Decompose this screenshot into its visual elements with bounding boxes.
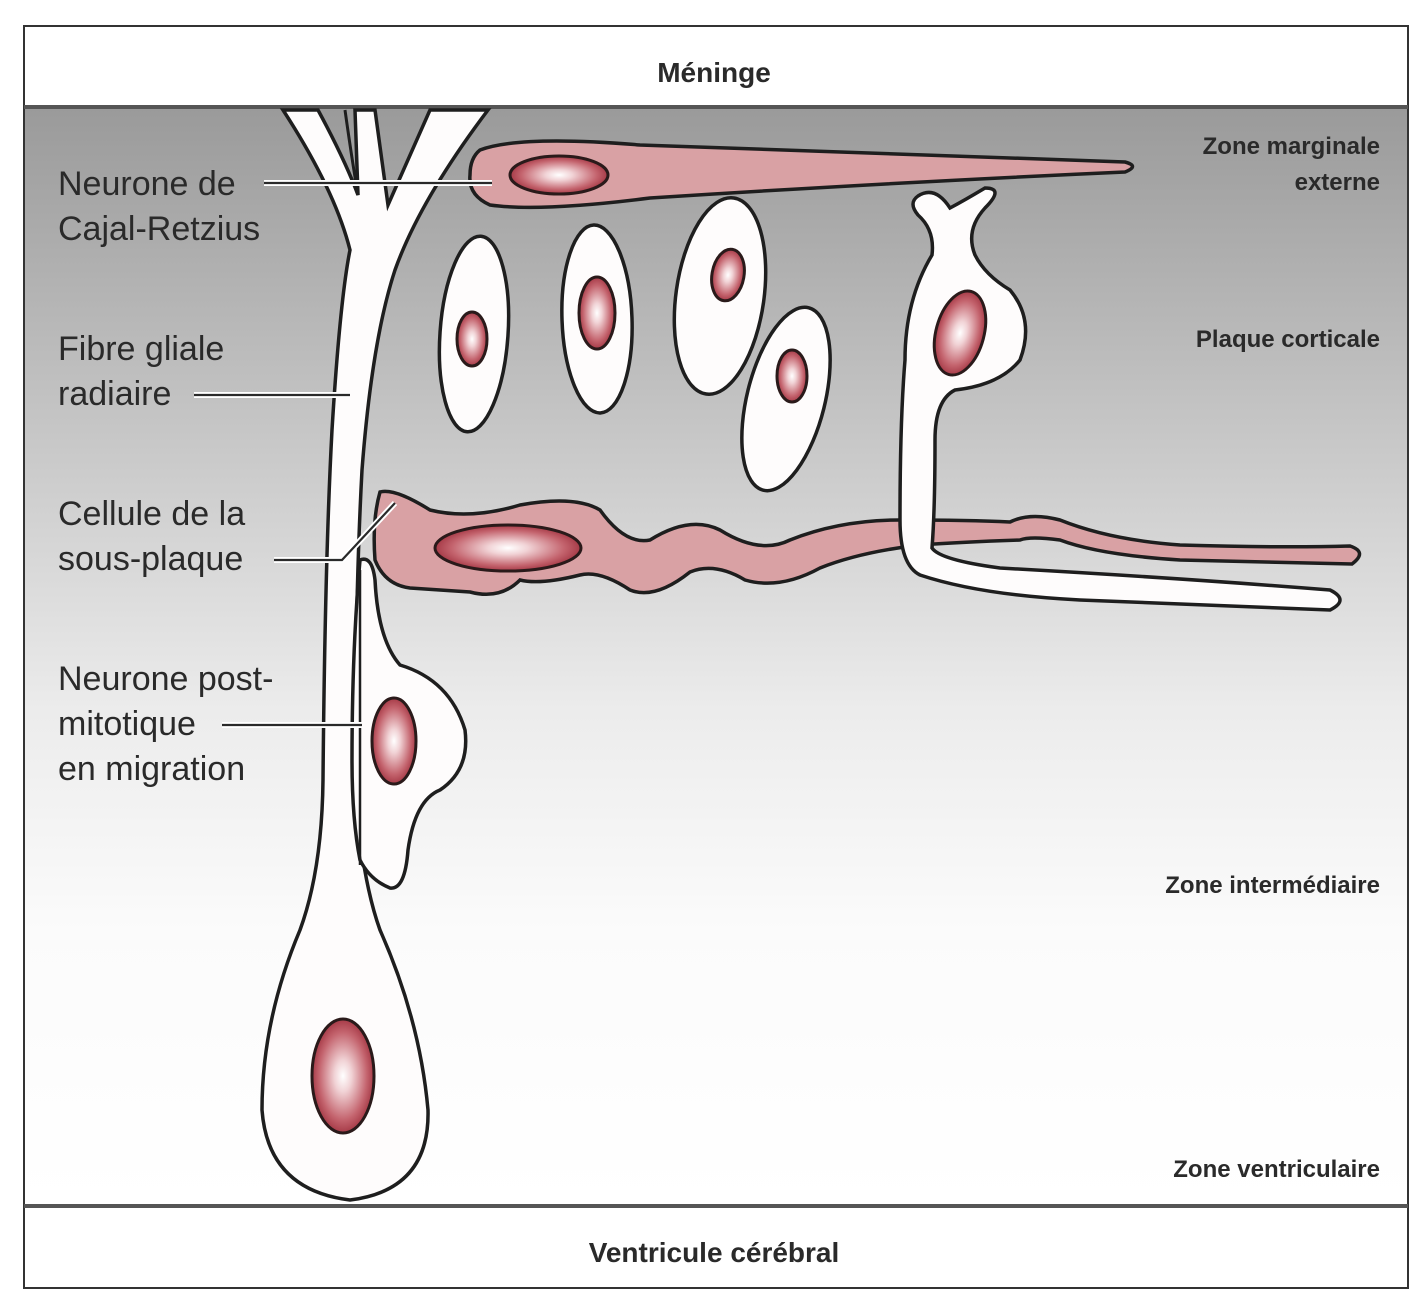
zone-ventricular-label: Zone ventriculaire — [1173, 1156, 1380, 1183]
radial-glial-cell — [260, 108, 492, 1202]
glial-fork-notch — [343, 109, 360, 196]
zone-marginal-label-line2: externe — [1295, 169, 1380, 196]
nucleus-cortical-3 — [710, 247, 746, 303]
callout-subplate-line1: Cellule de la — [58, 495, 245, 533]
nucleus-subplate — [433, 523, 583, 573]
cajal-retzius-neuron — [468, 139, 1135, 210]
nucleus-cajal-retzius — [508, 154, 610, 196]
nucleus-cortical-2 — [577, 275, 617, 351]
nucleus-cortical-1 — [455, 310, 489, 368]
cortical-pyramidal-neuron — [898, 186, 1342, 612]
callout-radial-glia-line2: radiaire — [58, 375, 171, 413]
subplate-cell — [372, 489, 1362, 596]
meninge-label: Méninge — [657, 57, 771, 88]
callout-cajal-retzius-line1: Neurone de — [58, 165, 236, 203]
zone-intermediate-label: Zone intermédiaire — [1165, 872, 1380, 899]
nucleus-migrating-neuron — [370, 696, 418, 786]
callout-subplate-line2: sous-plaque — [58, 540, 243, 578]
nucleus-pyramidal — [932, 289, 988, 377]
zone-cortical-plate-label: Plaque corticale — [1196, 326, 1380, 353]
callout-migrating-neuron-line3: en migration — [58, 750, 245, 788]
nucleus-radial-glia — [310, 1017, 376, 1135]
callout-migrating-neuron-line1: Neurone post- — [58, 660, 273, 698]
callout-migrating-neuron-line2: mitotique — [58, 705, 196, 743]
callout-radial-glia-line1: Fibre gliale — [58, 330, 224, 368]
leader-subplate — [274, 502, 396, 562]
ventricle-label: Ventricule cérébral — [589, 1237, 840, 1268]
nucleus-cortical-4 — [775, 348, 809, 404]
zone-marginal-label-line1: Zone marginale — [1203, 133, 1380, 160]
callout-cajal-retzius-line2: Cajal-Retzius — [58, 210, 260, 248]
